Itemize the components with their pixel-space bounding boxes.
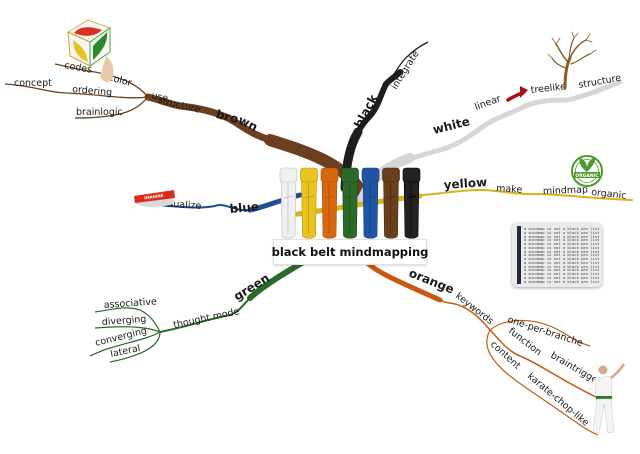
notebook-line: a mindmap is not a black pen list bbox=[524, 241, 599, 246]
node-lateral: lateral bbox=[109, 343, 141, 360]
color-cube-icon bbox=[66, 19, 114, 83]
link-integrate bbox=[385, 41, 429, 85]
node-mindmap: mindmap bbox=[543, 184, 588, 197]
link-use-color bbox=[54, 63, 149, 98]
belt-blue bbox=[361, 167, 380, 239]
notebook-line: a mindmap is not a black pen list bbox=[524, 237, 599, 243]
branch-label-brown: brown bbox=[214, 107, 260, 134]
organic-badge-icon: ORGANIC bbox=[571, 155, 603, 187]
link-converging bbox=[89, 331, 161, 357]
branch-brown[interactable]: brown structure use color codes ordering… bbox=[4, 19, 368, 198]
branch-green[interactable]: green thought mode associative diverging… bbox=[89, 255, 313, 363]
link-one-per-branche bbox=[489, 319, 591, 347]
imagine-badge-text: IMAGINE bbox=[144, 193, 164, 201]
link-associative bbox=[94, 307, 161, 333]
belt-yellow bbox=[300, 167, 318, 239]
node-make: make bbox=[496, 183, 523, 196]
notebook-line: a mindmap is not a black pen list bbox=[524, 256, 599, 261]
node-ordering: ordering bbox=[72, 84, 113, 98]
notebook-text: a mindmap is not a black pen list a mindm… bbox=[524, 227, 599, 284]
red-arrow-icon bbox=[506, 86, 528, 102]
belt-group bbox=[279, 167, 421, 239]
notebook-line: a mindmap is not a black pen list bbox=[524, 252, 599, 258]
organic-badge-text: ORGANIC bbox=[575, 173, 599, 179]
belt-white bbox=[279, 167, 298, 239]
link-lateral bbox=[109, 331, 161, 363]
branch-label-yellow: yellow bbox=[443, 175, 487, 192]
notebook-line: a mindmap is not a black pen list bbox=[524, 274, 599, 280]
notebook-line: a mindmap is not a black pen list bbox=[524, 244, 599, 250]
belt-green bbox=[341, 167, 359, 239]
belt-black bbox=[402, 167, 421, 239]
node-karate-chop-like: karate-chop-like bbox=[525, 371, 591, 429]
notebook-line: a mindmap is not a black pen list bbox=[524, 278, 599, 284]
node-concept: concept bbox=[14, 78, 52, 89]
node-associative: associative bbox=[103, 296, 157, 311]
node-integrate: integrate bbox=[389, 49, 421, 92]
branch-blue[interactable]: blue visualize IMAGINE bbox=[134, 190, 303, 216]
central-topic[interactable]: black belt mindmapping bbox=[271, 239, 429, 265]
branch-label-orange: orange bbox=[407, 266, 456, 297]
notebook-line: a mindmap is not a black pen list bbox=[524, 248, 599, 254]
notebook-line: a mindmap is not a black pen list bbox=[524, 233, 599, 239]
node-treelike: treelike bbox=[530, 81, 567, 96]
link-use-brainlogic bbox=[74, 96, 149, 119]
tree-icon bbox=[547, 31, 597, 90]
branch-label-blue: blue bbox=[229, 199, 259, 216]
central-topic-text: black belt mindmapping bbox=[271, 245, 429, 259]
notebook-line: a mindmap is not a black pen list bbox=[524, 227, 599, 231]
imagine-button-icon: IMAGINE bbox=[134, 190, 175, 207]
notebook-line: a mindmap is not a black pen list bbox=[524, 259, 599, 265]
notebook-line: a mindmap is not a black pen list bbox=[524, 267, 599, 273]
notebook-spine bbox=[517, 226, 521, 284]
link-use-ordering bbox=[4, 83, 149, 99]
branch-yellow[interactable]: yellow make mindmap organic ORGANIC bbox=[287, 155, 633, 218]
karate-man-icon bbox=[586, 363, 626, 434]
belt-brown bbox=[382, 167, 400, 239]
node-brainlogic: brainlogic bbox=[76, 107, 123, 118]
link-diverging bbox=[94, 326, 161, 333]
node-organic: organic bbox=[591, 187, 627, 202]
notebook-line: a mindmap is not a black pen list bbox=[524, 229, 599, 235]
notebook-line: a mindmap is not a black pen list bbox=[524, 271, 599, 276]
notebook-image: a mindmap is not a black pen list a mindm… bbox=[512, 223, 602, 287]
node-diverging: diverging bbox=[101, 314, 146, 328]
node-thought-mode: thought mode bbox=[172, 306, 240, 331]
node-use: use bbox=[150, 90, 169, 104]
notebook-line: a mindmap is not a black pen list bbox=[524, 263, 599, 269]
belt-orange bbox=[320, 167, 339, 239]
node-keywords: keywords bbox=[453, 291, 495, 327]
branch-label-white: white bbox=[431, 114, 471, 137]
node-linear: linear bbox=[473, 93, 502, 113]
link-content bbox=[486, 329, 599, 436]
